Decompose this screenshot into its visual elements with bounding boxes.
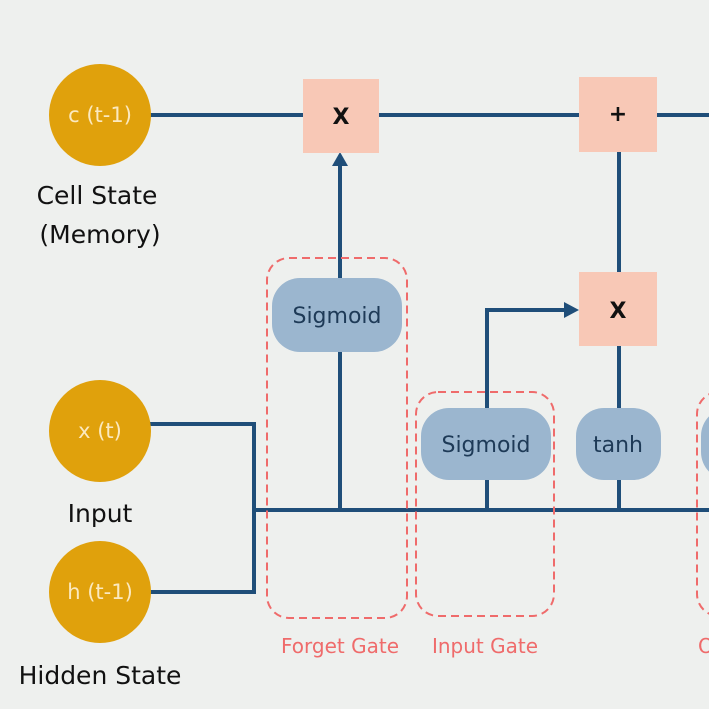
cell-state-node: c (t-1): [49, 64, 151, 166]
input-sigmoid-to-multiply: [485, 308, 566, 408]
input-gate-outline: [415, 391, 555, 617]
forget-sigmoid: Sigmoid: [272, 278, 402, 352]
candidate-tanh: tanh: [576, 408, 661, 480]
cell-add-symbol: +: [609, 102, 627, 127]
input-multiply-op: X: [579, 272, 657, 346]
connectors: [150, 113, 709, 594]
output-gate-outline: [696, 393, 709, 615]
forget-sigmoid-label: Sigmoid: [292, 304, 381, 329]
cell-add-op: +: [579, 77, 657, 152]
input-multiply-symbol: X: [610, 299, 627, 324]
forget-multiply-op: X: [303, 79, 379, 153]
hidden-state-node-label: h (t-1): [67, 580, 133, 604]
input-sigmoid-label: Sigmoid: [441, 433, 530, 458]
forget-gate-label: Forget Gate: [281, 634, 399, 658]
input-node-label: x (t): [78, 419, 122, 443]
candidate-tanh-label: tanh: [593, 433, 643, 458]
cell-state-caption: Cell State: [37, 181, 158, 210]
arrowhead-up: [332, 152, 348, 166]
output-activation-partial: [701, 416, 709, 472]
arrowhead-right: [564, 302, 579, 318]
input-to-bus-line: [150, 422, 256, 510]
input-node: x (t): [49, 380, 151, 482]
cell-state-caption-sub: (Memory): [39, 220, 160, 249]
forget-gate-outline: [266, 257, 408, 619]
input-sigmoid: Sigmoid: [421, 408, 551, 480]
forget-multiply-symbol: X: [333, 105, 350, 130]
hidden-state-caption: Hidden State: [19, 661, 182, 690]
hidden-state-node: h (t-1): [49, 541, 151, 643]
input-gate-label: Input Gate: [432, 634, 538, 658]
output-gate-label-partial: O: [698, 634, 709, 658]
hidden-to-bus-line: [150, 510, 256, 594]
input-caption: Input: [68, 499, 133, 528]
cell-state-node-label: c (t-1): [68, 103, 132, 127]
